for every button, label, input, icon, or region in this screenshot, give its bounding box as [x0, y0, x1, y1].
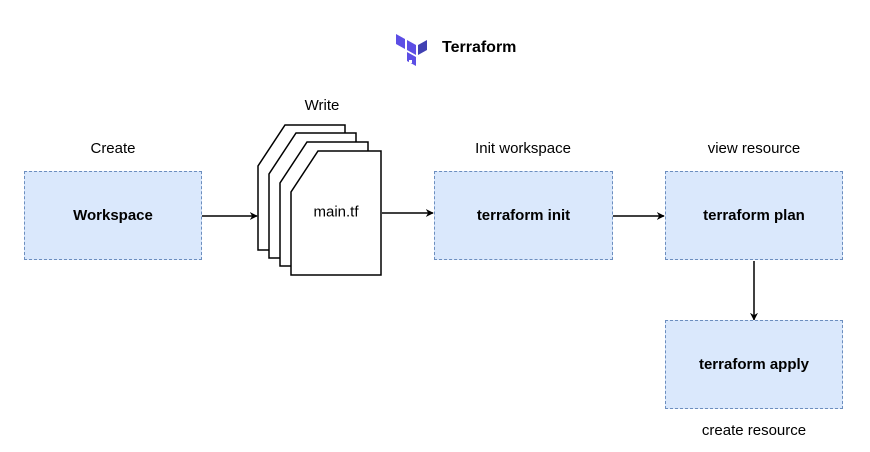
workspace-caption: Create [90, 140, 136, 157]
file-caption: Write [304, 97, 340, 114]
main-tf-label: main.tf [313, 203, 359, 221]
workspace-node: Workspace [24, 171, 202, 260]
terraform-logo-icon [396, 34, 427, 66]
apply-caption: create resource [701, 422, 807, 439]
init-caption: Init workspace [475, 140, 571, 157]
terraform-plan-node: terraform plan [665, 171, 843, 260]
brand-title: Terraform [442, 39, 517, 56]
diagram-header: Terraform [396, 28, 516, 68]
file-stack-icon [257, 124, 382, 276]
terraform-init-node: terraform init [434, 171, 613, 260]
plan-caption: view resource [707, 140, 801, 157]
terraform-apply-node: terraform apply [665, 320, 843, 409]
